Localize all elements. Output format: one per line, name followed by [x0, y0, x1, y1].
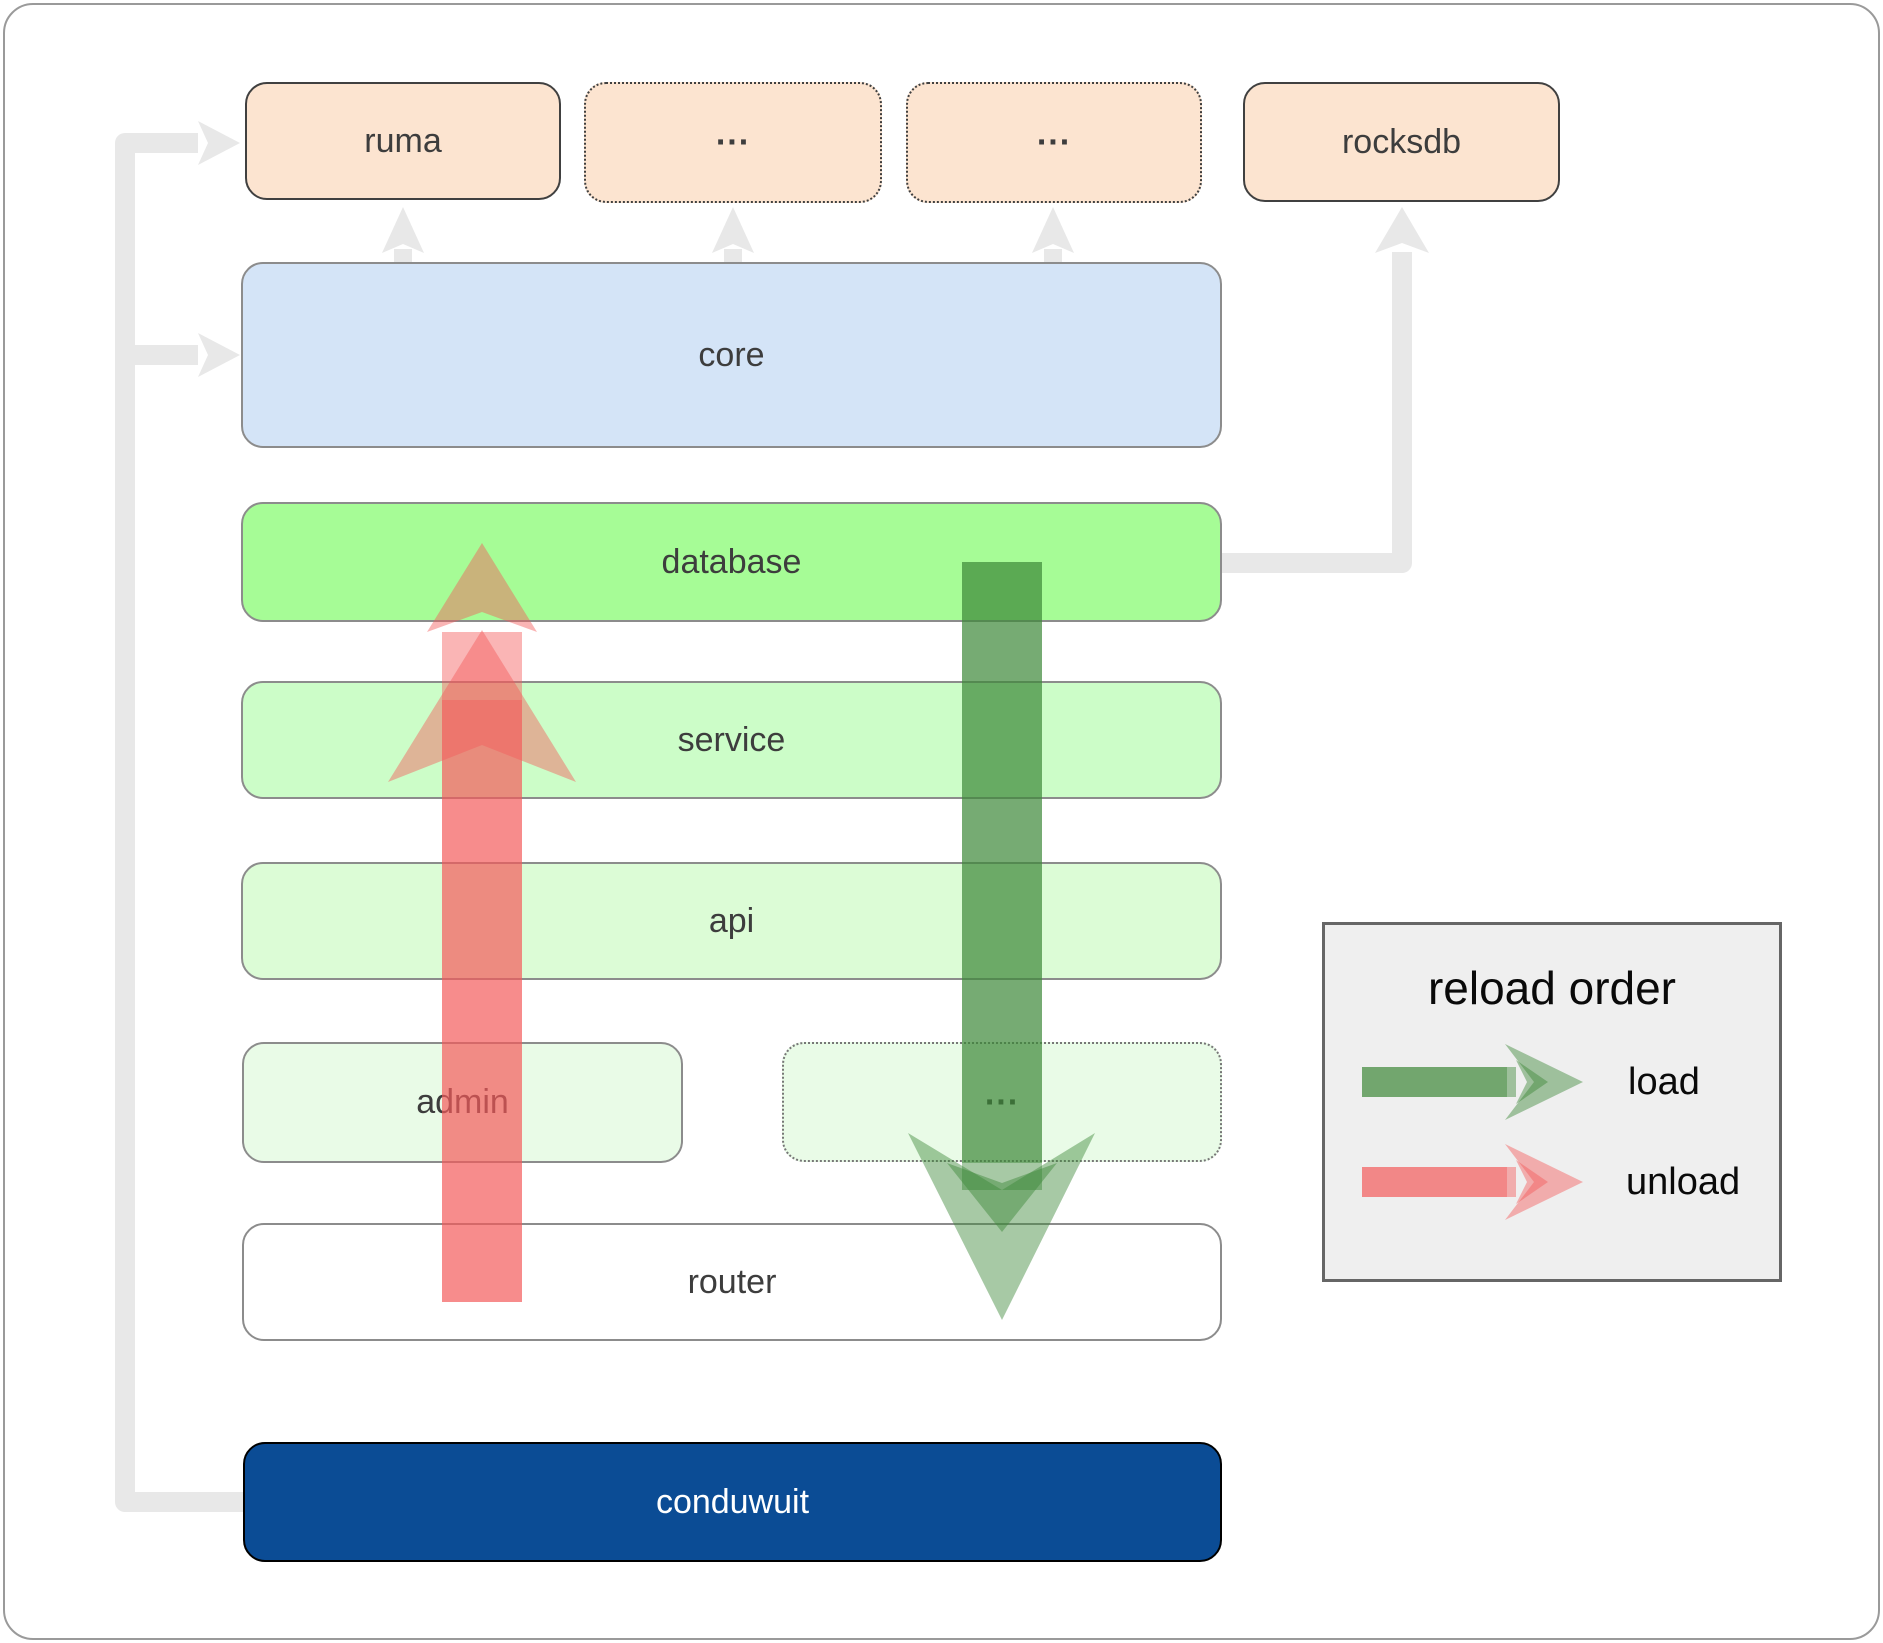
arrowhead-into-rocksdb — [1375, 207, 1429, 253]
layer-box-ruma: ruma — [245, 82, 561, 200]
layer-box-conduwuit: conduwuit — [243, 1442, 1222, 1562]
layer-box-database-label: database — [661, 542, 802, 581]
layer-box-ellipsis-admin: ... — [782, 1042, 1222, 1162]
arrowhead-into-core — [198, 333, 240, 377]
layer-box-ellipsis-admin-label: ... — [984, 1073, 1020, 1112]
layer-box-service-label: service — [677, 720, 786, 759]
arrow-core-to-ellipsis1-head — [712, 207, 754, 253]
layer-box-ellipsis-top-2-label: ... — [1036, 114, 1072, 153]
layer-box-conduwuit-label: conduwuit — [655, 1482, 810, 1521]
layer-box-admin-label: admin — [416, 1083, 509, 1121]
layer-box-ellipsis-top-2: ... — [906, 82, 1202, 203]
layer-box-router: router — [242, 1223, 1222, 1341]
arrowhead-into-ruma — [198, 121, 240, 165]
layer-box-ellipsis-top-1-label: ... — [715, 114, 751, 153]
layer-box-rocksdb: rocksdb — [1243, 82, 1560, 202]
arrow-core-to-ellipsis2-head — [1032, 207, 1074, 253]
layer-box-service: service — [241, 681, 1222, 799]
layer-box-core-label: core — [698, 335, 765, 374]
layer-box-rocksdb-label: rocksdb — [1341, 122, 1462, 161]
layer-box-ellipsis-top-1: ... — [584, 82, 882, 203]
layer-box-ruma-label: ruma — [364, 121, 442, 160]
layer-box-admin: admin — [242, 1042, 683, 1163]
arrow-core-to-ruma-head — [382, 207, 424, 253]
connector-conduwuit-to-ruma — [115, 133, 243, 1512]
legend-panel: reload order load unload — [1322, 922, 1782, 1282]
legend-load-label: load — [1628, 1061, 1700, 1103]
legend-unload-label: unload — [1626, 1161, 1741, 1203]
connector-database-to-rocksdb — [1222, 252, 1412, 573]
layer-box-api: api — [241, 862, 1222, 980]
layer-box-core: core — [241, 262, 1222, 448]
layer-box-api-label: api — [708, 901, 755, 940]
layer-box-router-label: router — [687, 1262, 777, 1301]
layer-box-database: database — [241, 502, 1222, 622]
legend-title: reload order — [1427, 962, 1677, 1014]
